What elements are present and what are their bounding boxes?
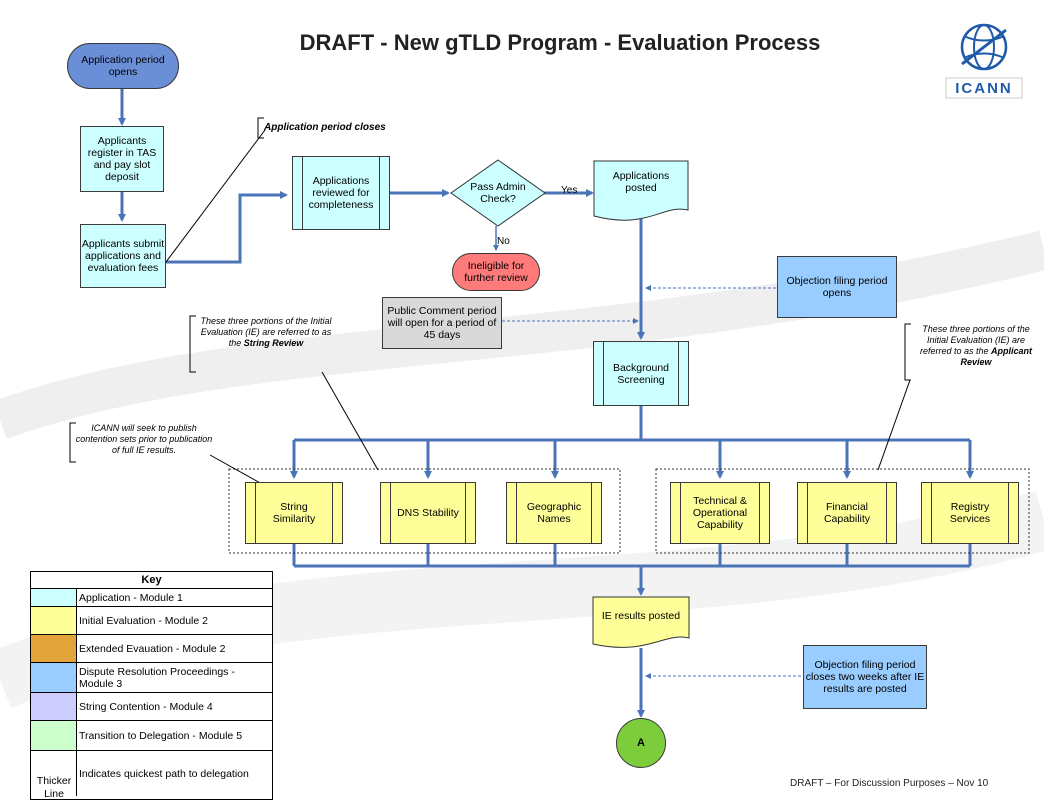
ie-posted-label: IE results posted [601,610,681,622]
legend-row-thick: Thicker Line Indicates quickest path to … [31,751,272,800]
geographic-names-label: Geographic Names [526,501,582,525]
legend-thick-label: Thicker Line [36,775,72,800]
edge-submit-reviewed [166,191,288,264]
connector-a-node: A [616,718,666,768]
financial-label: Financial Capability [823,501,871,525]
ie-posted-shape [592,596,690,648]
technical-node: Technical & Operational Capability [670,482,770,544]
string-review-group [228,468,621,554]
string-review-note: These three portions of the Initial Eval… [196,316,336,349]
legend-swatch [31,693,77,720]
legend-row: Dispute Resolution Proceedings - Module … [31,663,272,693]
applicant-review-group [655,468,1030,554]
legend-swatch [31,721,77,750]
string-review-note-bold: String Review [243,338,304,348]
contention-note: ICANN will seek to publish contention se… [75,423,213,455]
period-closes-note: Application period closes [264,122,386,133]
application-period-opens-label: Application period opens [81,54,165,78]
ineligible-node: Ineligible for further review [452,253,540,291]
legend-row: Extended Evauation - Module 2 [31,635,272,663]
technical-label: Technical & Operational Capability [692,495,748,531]
admin-check-label: Pass Admin Check? [470,181,526,205]
admin-check-diamond [450,159,546,227]
legend-swatch [31,589,77,606]
callout-contention [209,454,263,485]
legend-label: Transition to Delegation - Module 5 [79,729,243,742]
financial-node: Financial Capability [797,482,897,544]
background-screening-node: Background Screening [593,341,689,406]
string-similarity-node: String Similarity [245,482,343,544]
legend-swatch [31,607,77,634]
applications-posted-node: Applications posted [596,164,686,200]
legend-swatch [31,663,77,692]
register-node: Applicants register in TAS and pay slot … [80,126,164,192]
reviewed-node: Applications reviewed for completeness [292,156,390,230]
string-similarity-label: String Similarity [272,501,316,525]
background-screening-label: Background Screening [612,361,670,386]
objection-close-label: Objection filing period closes two weeks… [805,659,925,695]
legend-row: Transition to Delegation - Module 5 [31,721,272,751]
page-title: DRAFT - New gTLD Program - Evaluation Pr… [299,30,821,55]
applicant-review-note-bold: Applicant Review [960,346,1033,367]
registry-services-node: Registry Services [921,482,1019,544]
legend-label: Extended Evauation - Module 2 [79,642,226,655]
admin-check-node: Pass Admin Check? [462,176,534,210]
applications-posted-shape [593,160,689,221]
geographic-names-node: Geographic Names [506,482,602,544]
legend-label: Dispute Resolution Proceedings - Module … [79,665,235,690]
legend-thick-swatch: Thicker Line [31,751,77,800]
icann-logo: ICANN [944,14,1024,100]
application-period-opens-node: Application period opens [67,43,179,89]
callout-applicant-review [877,379,911,471]
ie-posted-node: IE results posted [594,600,688,632]
submit-label: Applicants submit applications and evalu… [81,238,165,274]
public-comment-label: Public Comment period will open for a pe… [387,305,497,341]
legend-row: Application - Module 1 [31,589,272,607]
connector-a-label: A [637,737,645,749]
dns-stability-label: DNS Stability [397,507,459,519]
legend-label: Initial Evaluation - Module 2 [79,614,208,627]
ineligible-label: Ineligible for further review [464,260,528,284]
callout-string-review [321,371,379,471]
register-label: Applicants register in TAS and pay slot … [87,135,157,183]
legend-swatch [31,635,77,662]
legend-label: String Contention - Module 4 [79,700,213,713]
globe-icon [945,23,1023,99]
string-review-note-text: These three portions of the Initial Eval… [200,316,332,348]
legend-row: String Contention - Module 4 [31,693,272,721]
legend-row: Initial Evaluation - Module 2 [31,607,272,635]
legend-thick-desc: Indicates quickest path to delegation [79,767,249,780]
legend-key: Key Application - Module 1 Initial Evalu… [30,571,273,800]
legend-label: Application - Module 1 [79,591,183,604]
applicant-review-note: These three portions of the Initial Eval… [911,324,1041,368]
submit-node: Applicants submit applications and evalu… [80,224,166,288]
applicant-review-note-text: These three portions of the Initial Eval… [919,324,1030,356]
public-comment-node: Public Comment period will open for a pe… [382,297,502,349]
objection-open-node: Objection filing period opens [777,256,897,318]
logo-text: ICANN [955,80,1013,97]
callout-period-closes [165,129,266,263]
yes-label: Yes [561,185,578,196]
dns-stability-node: DNS Stability [380,482,476,544]
reviewed-label: Applications reviewed for completeness [308,175,374,211]
objection-close-node: Objection filing period closes two weeks… [803,645,927,709]
applications-posted-label: Applications posted [612,170,670,194]
no-label: No [497,236,510,247]
objection-open-label: Objection filing period opens [786,275,888,299]
footer-note: DRAFT – For Discussion Purposes – Nov 10 [790,778,989,789]
registry-services-label: Registry Services [949,501,991,525]
legend-heading: Key [31,572,272,589]
